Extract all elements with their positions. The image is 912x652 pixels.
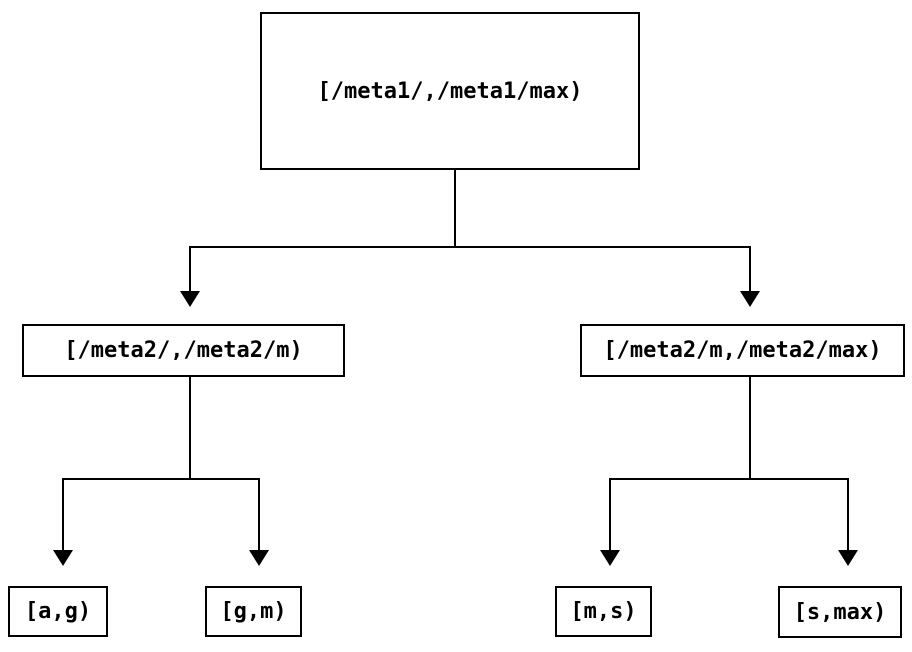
node-root-label: [/meta1/,/meta1/max) [317, 78, 583, 104]
node-mid-left-label: [/meta2/,/meta2/m) [64, 338, 303, 363]
node-leaf-smax: [s,max) [778, 586, 902, 638]
edge-mid-left-to-leaf-gm-drop [258, 478, 260, 550]
edge-mid-right-rail [609, 478, 849, 480]
node-mid-right-label: [/meta2/m,/meta2/max) [603, 338, 882, 363]
node-leaf-smax-label: [s,max) [793, 599, 887, 625]
node-mid-right-range: [/meta2/m,/meta2/max) [580, 324, 905, 377]
node-leaf-ms-label: [m,s) [570, 599, 637, 624]
edge-mid-right-stem [749, 377, 751, 480]
edge-mid-right-to-leaf-smax-drop [847, 478, 849, 550]
arrowhead-down-icon [53, 550, 73, 566]
arrowhead-down-icon [740, 291, 760, 307]
edge-root-rail [189, 246, 751, 248]
edge-root-to-mid-right-drop [749, 246, 751, 291]
edge-mid-left-rail [62, 478, 260, 480]
node-mid-left-range: [/meta2/,/meta2/m) [22, 324, 345, 377]
edge-mid-right-to-leaf-ms-drop [609, 478, 611, 550]
node-leaf-gm: [g,m) [205, 586, 302, 637]
arrowhead-down-icon [180, 291, 200, 307]
node-leaf-ms: [m,s) [555, 586, 652, 637]
edge-mid-left-to-leaf-ag-drop [62, 478, 64, 550]
arrowhead-down-icon [838, 550, 858, 566]
arrowhead-down-icon [249, 550, 269, 566]
node-root-range: [/meta1/,/meta1/max) [260, 12, 640, 170]
node-leaf-gm-label: [g,m) [220, 599, 287, 624]
node-leaf-ag-label: [a,g) [24, 599, 92, 624]
edge-root-to-mid-left-drop [189, 246, 191, 291]
node-leaf-ag: [a,g) [8, 586, 108, 637]
edge-root-stem [454, 170, 456, 248]
arrowhead-down-icon [600, 550, 620, 566]
edge-mid-left-stem [189, 377, 191, 480]
